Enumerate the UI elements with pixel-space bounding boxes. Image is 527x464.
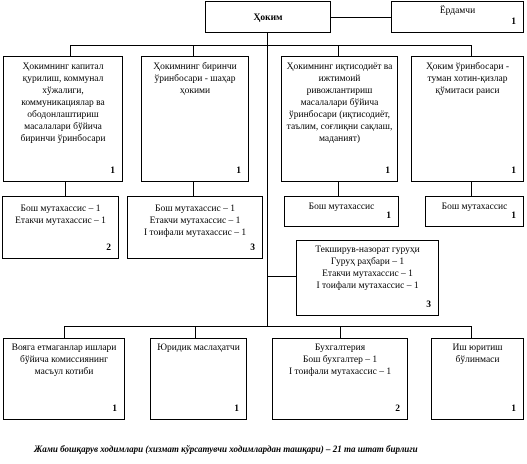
subunit-2-line-3: I тоифали мутахассис – 1 [143,228,247,238]
bottom-title-1: Вояга етмаганлар ишлари бўйича комиссиян… [11,343,117,377]
deputy-count-2: 1 [236,166,241,176]
bottom-count-4: 1 [511,404,516,414]
deputy-box-3: Ҳокимнинг иқтисодиёт ва ижтимоий ривожла… [281,56,398,182]
deputy-count-3: 1 [385,166,390,176]
connector-bottom-horizontal [64,326,471,327]
connector-deputy-2 [193,45,194,56]
bottom-count-3: 2 [395,404,400,414]
deputy-title-4: Ҳоким ўринбосари - туман хотин-қизлар қў… [425,62,510,96]
bottom-box-2: Юридик маслаҳатчи 1 [150,338,247,420]
subunit-box-4: Бош мутахассис 1 [425,196,524,227]
connector-deputy-1 [70,45,71,56]
connector-sub-4 [471,182,472,196]
subunit-box-2: Бош мутахассис – 1 Етакчи мутахассис – 1… [127,196,263,259]
subunit-count-4: 1 [511,211,516,221]
connector-deputy-4 [471,45,472,56]
bottom-title-2: Юридик маслаҳатчи [157,343,240,353]
connector-deputy-3 [338,45,339,56]
bottom-box-4: Иш юритиш бўлинмаси 1 [431,338,524,420]
connector-bottom-2 [195,326,196,338]
subunit-3-line-1: Бош мутахассис [308,202,375,212]
connector-sub-1 [65,182,66,196]
deputy-title-3: Ҳокимнинг иқтисодиёт ва ижтимоий ривожла… [286,62,393,144]
inspection-line-2: Гуруҳ раҳбари – 1 [330,257,405,267]
deputy-box-1: Ҳокимнинг капитал қурилиш, коммунал хўжа… [3,56,123,182]
subunit-1-line-2: Етакчи мутахассис – 1 [15,216,106,226]
connector-bottom-4 [471,326,472,338]
deputy-title-2: Ҳокимнинг биринчи ўринбосари - шаҳар ҳок… [153,62,237,96]
bottom-3-line-3: I тоифали мутахассис – 1 [288,367,392,377]
bottom-count-1: 1 [112,404,117,414]
subunit-2-line-1: Бош мутахассис – 1 [155,204,235,214]
assistant-title: Ёрдамчи [439,6,476,16]
deputy-box-4: Ҳоким ўринбосари - туман хотин-қизлар қў… [411,56,524,182]
connector-deputies-horizontal [70,45,471,46]
subunit-box-3: Бош мутахассис 1 [284,196,399,227]
subunit-count-3: 1 [386,211,391,221]
deputy-title-1: Ҳокимнинг капитал қурилиш, коммунал хўжа… [20,62,106,144]
connector-sub-2 [193,182,194,196]
bottom-3-line-2: Бош бухгалтер – 1 [302,355,378,365]
footer-total: Жами бошқарув ходимлари (хизмат кўрсатув… [34,444,418,454]
bottom-title-4: Иш юритиш бўлинмаси [452,343,503,365]
deputy-count-4: 1 [511,166,516,176]
subunit-count-2: 3 [250,243,255,253]
hokim-box: Ҳоким [205,1,331,33]
connector-bottom-1 [64,326,65,338]
bottom-3-line-1: Бухгалтерия [314,343,366,353]
connector-hokim-down [267,32,268,326]
deputy-count-1: 1 [110,166,115,176]
subunit-box-1: Бош мутахассис – 1 Етакчи мутахассис – 1… [2,196,119,259]
subunit-count-1: 2 [106,243,111,253]
inspection-line-4: I тоифали мутахассис – 1 [316,281,419,291]
bottom-count-2: 1 [234,404,239,414]
bottom-box-1: Вояга етмаганлар ишлари бўйича комиссиян… [3,338,125,420]
connector-hokim-assistant [330,17,392,18]
connector-sub-3 [338,182,339,196]
subunit-4-line-1: Бош мутахассис [441,202,508,212]
bottom-box-3: Бухгалтерия Бош бухгалтер – 1 I тоифали … [272,338,408,420]
inspection-count: 3 [426,300,431,310]
hokim-title: Ҳоким [253,13,283,23]
assistant-count: 1 [511,17,516,27]
connector-inspection [267,276,296,277]
subunit-2-line-2: Етакчи мутахассис – 1 [149,216,241,226]
assistant-box: Ёрдамчи 1 [391,1,524,33]
connector-bottom-3 [340,326,341,338]
inspection-line-1: Текширув-назорат гуруҳи [315,245,420,255]
subunit-1-line-1: Бош мутахассис – 1 [20,204,101,214]
inspection-line-3: Етакчи мутахассис – 1 [322,269,413,279]
deputy-box-2: Ҳокимнинг биринчи ўринбосари - шаҳар ҳок… [141,56,249,182]
inspection-box: Текширув-назорат гуруҳи Гуруҳ раҳбари – … [296,240,439,316]
